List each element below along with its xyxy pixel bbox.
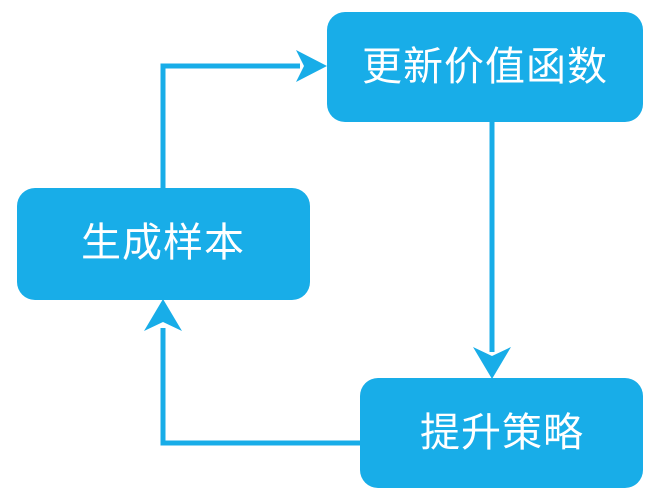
edge-samples-to-value-arrowhead bbox=[296, 50, 327, 82]
node-generate-samples-label: 生成样本 bbox=[81, 220, 245, 266]
edge-samples-to-value-line bbox=[160, 63, 300, 188]
edge-value-to-policy bbox=[473, 122, 511, 379]
node-generate-samples[interactable]: 生成样本 bbox=[17, 188, 310, 300]
node-update-value-function-shape[interactable] bbox=[327, 12, 643, 122]
node-improve-policy-shape[interactable] bbox=[360, 378, 643, 488]
node-generate-samples-shape[interactable] bbox=[17, 188, 310, 300]
edge-policy-to-samples-line bbox=[160, 328, 360, 446]
node-improve-policy-label: 提升策略 bbox=[420, 410, 584, 456]
edge-policy-to-samples-arrowhead bbox=[144, 299, 182, 331]
node-update-value-function[interactable]: 更新价值函数 bbox=[327, 12, 643, 122]
edge-samples-to-value bbox=[160, 50, 327, 188]
edge-policy-to-samples bbox=[144, 299, 360, 446]
node-update-value-function-label: 更新价值函数 bbox=[362, 44, 608, 90]
edge-value-to-policy-arrowhead bbox=[473, 347, 511, 379]
node-improve-policy[interactable]: 提升策略 bbox=[360, 378, 643, 488]
